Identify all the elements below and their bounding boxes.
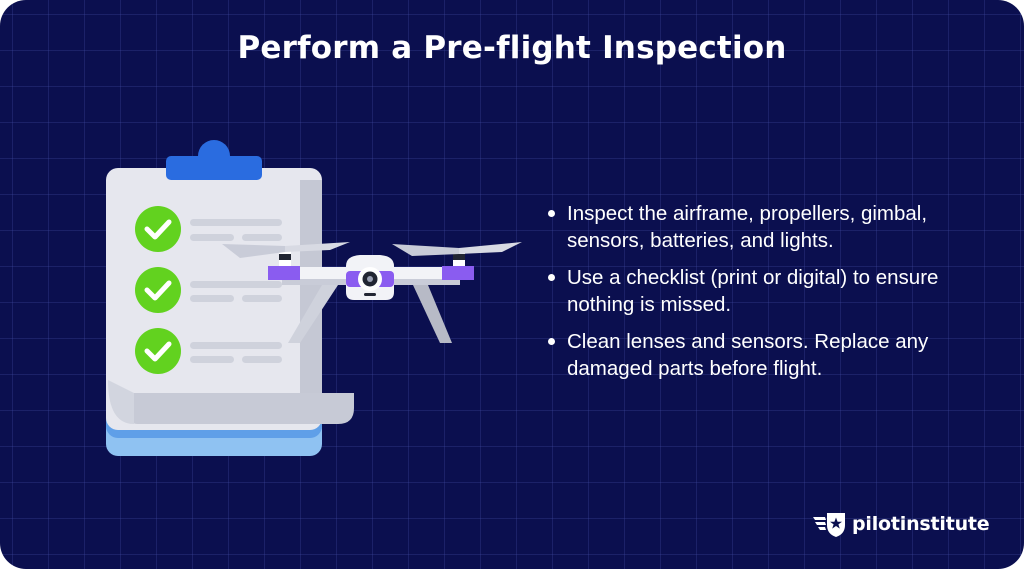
- brand-logo: pilotinstitute: [812, 509, 990, 539]
- drone-icon: [222, 242, 522, 343]
- check-row-3: [135, 328, 282, 374]
- check-row-2: [135, 267, 282, 313]
- page-title: Perform a Pre-flight Inspection: [237, 30, 787, 66]
- checkmark-icon: [135, 267, 181, 313]
- bullet-item: Use a checklist (print or digital) to en…: [546, 264, 966, 318]
- check-row-1: [135, 206, 282, 252]
- bullet-item: Inspect the airframe, propellers, gimbal…: [546, 200, 966, 254]
- checkmark-icon: [135, 206, 181, 252]
- brand-name: pilotinstitute: [852, 513, 990, 535]
- bullet-item: Clean lenses and sensors. Replace any da…: [546, 328, 966, 382]
- checkmark-icon: [135, 328, 181, 374]
- inspection-bullet-list: Inspect the airframe, propellers, gimbal…: [546, 200, 966, 392]
- clipboard-icon: [106, 140, 354, 456]
- wing-star-badge-icon: [813, 513, 845, 537]
